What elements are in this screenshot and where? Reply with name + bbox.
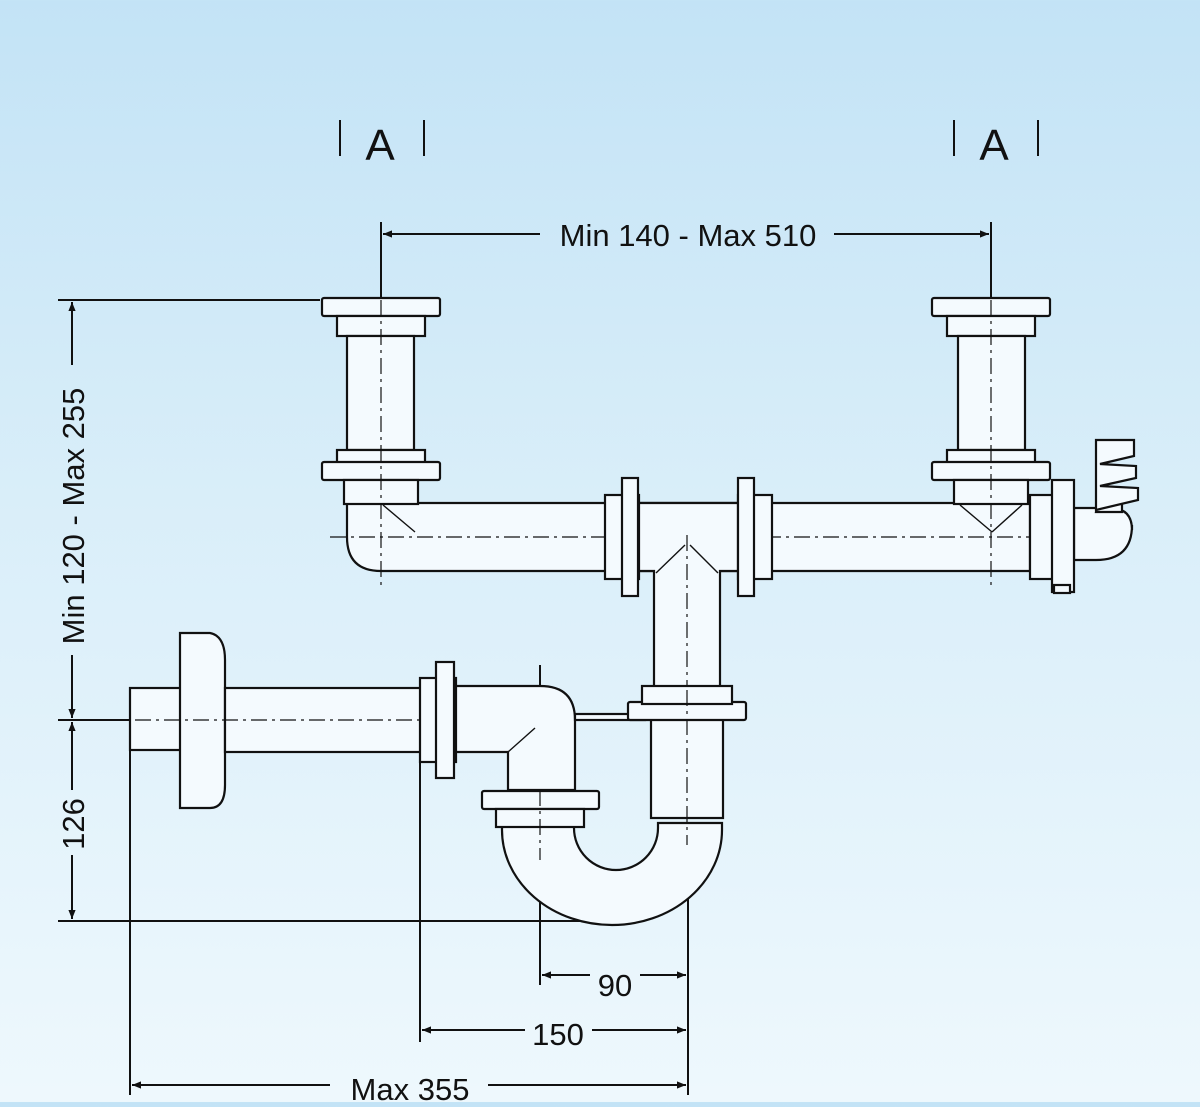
section-marker-left: A bbox=[339, 120, 425, 170]
sink-spacing-label: Min 140 - Max 510 bbox=[560, 218, 817, 253]
hose-barb bbox=[1094, 438, 1140, 512]
hose-connector bbox=[1028, 438, 1140, 595]
trap-elbow bbox=[418, 660, 647, 792]
total-depth-label: Max 355 bbox=[351, 1072, 470, 1102]
dimension-bottom: 90 150 Max 355 bbox=[129, 665, 689, 1107]
left-tailpiece bbox=[320, 296, 442, 590]
trap-to-wall-label: 150 bbox=[532, 1017, 584, 1052]
section-label-right: A bbox=[979, 121, 1009, 170]
section-label-left: A bbox=[365, 121, 395, 170]
wall-outlet bbox=[128, 631, 427, 810]
dimension-sink-spacing: Min 140 - Max 510 bbox=[380, 218, 992, 300]
outlet-height-label: 126 bbox=[56, 798, 91, 850]
dimension-vertical-height: Min 120 - Max 255 126 bbox=[56, 299, 596, 922]
section-marker-right: A bbox=[953, 120, 1039, 170]
trap-offset-label: 90 bbox=[598, 968, 632, 1003]
u-bend-trap bbox=[480, 684, 748, 927]
vertical-height-label: Min 120 - Max 255 bbox=[56, 388, 91, 645]
right-tailpiece bbox=[930, 296, 1052, 590]
tee-junction bbox=[603, 476, 774, 692]
